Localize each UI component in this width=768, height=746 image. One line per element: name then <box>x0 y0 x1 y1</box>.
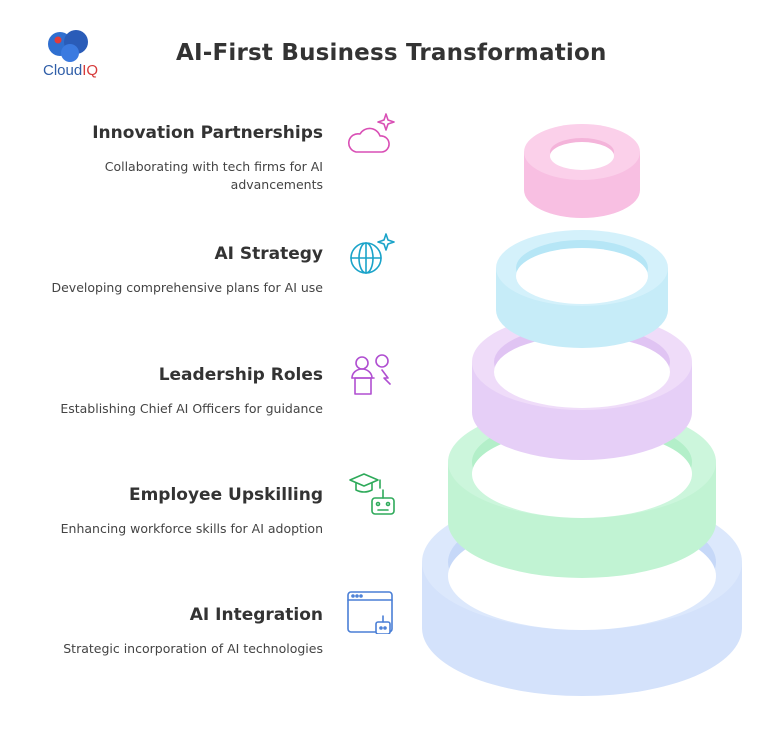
stacked-rings-diagram <box>422 124 742 696</box>
step-description: Enhancing workforce skills for AI adopti… <box>60 521 323 536</box>
step-title: AI Strategy <box>214 244 323 264</box>
step-title: Leadership Roles <box>158 365 323 385</box>
step-title: AI Integration <box>189 605 323 625</box>
globe-sparkle-icon <box>350 233 395 274</box>
step-employee-upskilling: Employee Upskilling Enhancing workforce … <box>23 484 323 538</box>
cloud-sparkle-icon <box>347 113 395 153</box>
ring-ai-strategy <box>496 230 668 348</box>
step-description: Developing comprehensive plans for AI us… <box>51 280 323 295</box>
graduation-robot-icon <box>349 473 395 515</box>
step-title: Employee Upskilling <box>128 485 323 505</box>
step-title: Innovation Partnerships <box>92 123 323 143</box>
browser-robot-icon <box>347 591 393 634</box>
ring-innovation-partnerships <box>524 124 640 218</box>
step-description: Establishing Chief AI Officers for guida… <box>60 401 323 416</box>
leader-podium-icon <box>351 354 391 395</box>
step-leadership-roles: Leadership Roles Establishing Chief AI O… <box>23 364 323 418</box>
logo-wordmark: CloudIQ <box>43 62 99 79</box>
step-ai-integration: AI Integration Strategic incorporation o… <box>23 604 323 658</box>
step-description: Collaborating with tech firms for AI adv… <box>104 159 323 192</box>
step-ai-strategy: AI Strategy Developing comprehensive pla… <box>23 243 323 297</box>
step-description: Strategic incorporation of AI technologi… <box>63 641 323 656</box>
step-innovation-partnerships: Innovation Partnerships Collaborating wi… <box>23 122 323 194</box>
page-title: AI-First Business Transformation <box>176 40 607 66</box>
cloudiq-logo <box>48 30 88 62</box>
